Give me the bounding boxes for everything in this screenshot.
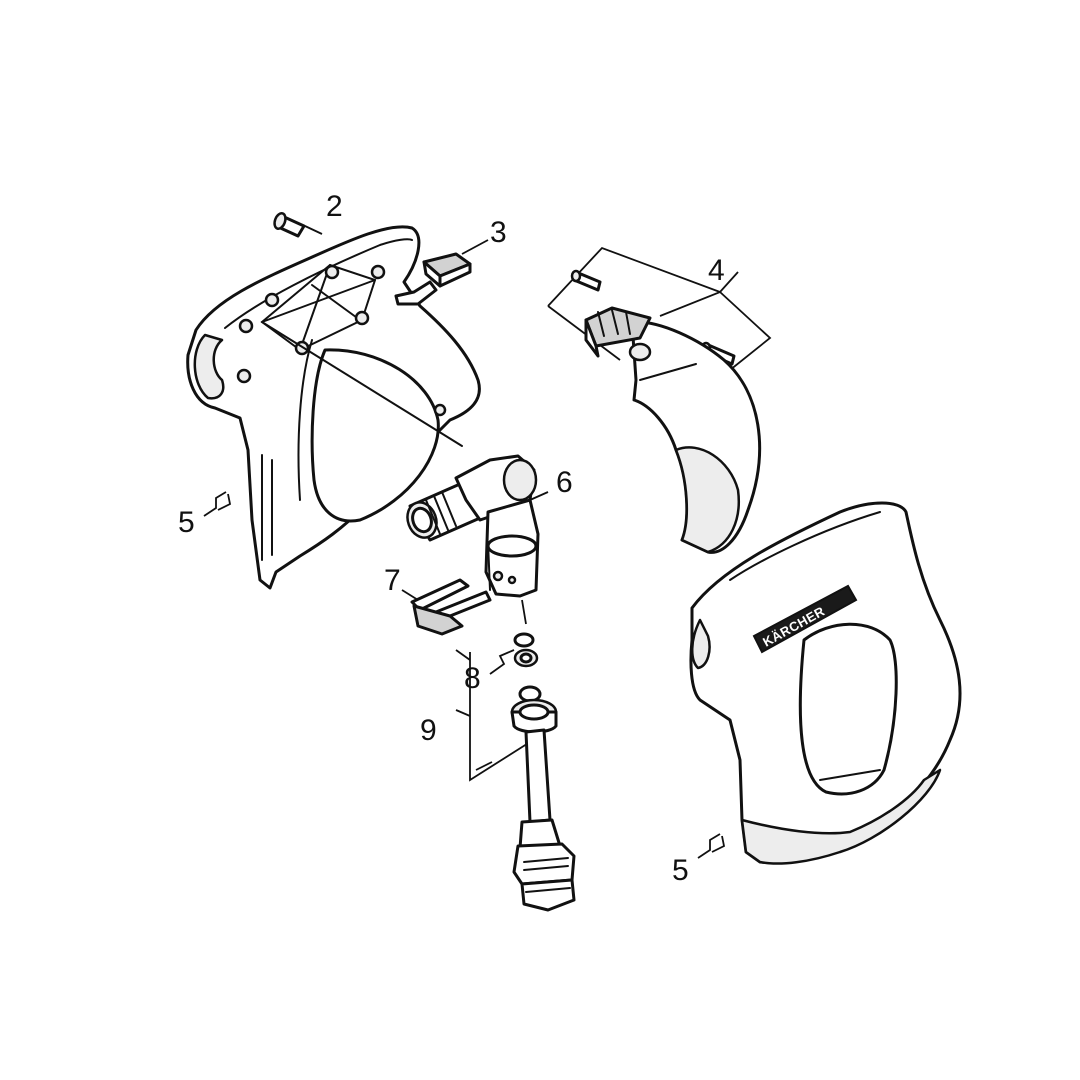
callout-2: 2 — [326, 190, 343, 223]
elbow-pipe-part — [406, 454, 549, 625]
screw-part — [273, 212, 323, 238]
callout-7: 7 — [384, 564, 401, 597]
callout-3: 3 — [490, 216, 507, 249]
trigger-lock-part — [394, 239, 489, 306]
left-handle-shell — [186, 225, 481, 590]
nozzle-pipe-part — [455, 649, 576, 912]
screw-boss — [264, 292, 280, 308]
bracket-symbol — [697, 833, 726, 859]
screw-boss — [236, 368, 252, 384]
retaining-clip-part — [401, 578, 492, 636]
callout-8: 8 — [464, 662, 481, 695]
bracket-symbol — [203, 491, 232, 517]
screw-boss — [354, 310, 370, 326]
callout-5-left: 5 — [178, 506, 195, 539]
callout-9: 9 — [420, 714, 437, 747]
right-handle-shell: KÄRCHER — [689, 501, 962, 865]
callout-5-right: 5 — [672, 854, 689, 887]
screw-boss — [238, 318, 254, 334]
screw-boss — [433, 403, 447, 417]
screw-boss — [370, 264, 386, 280]
callout-4: 4 — [708, 254, 725, 287]
trigger-assembly-part — [547, 246, 772, 554]
screw-boss — [324, 264, 340, 280]
seal-set-part — [489, 632, 539, 675]
callout-6: 6 — [556, 466, 573, 499]
